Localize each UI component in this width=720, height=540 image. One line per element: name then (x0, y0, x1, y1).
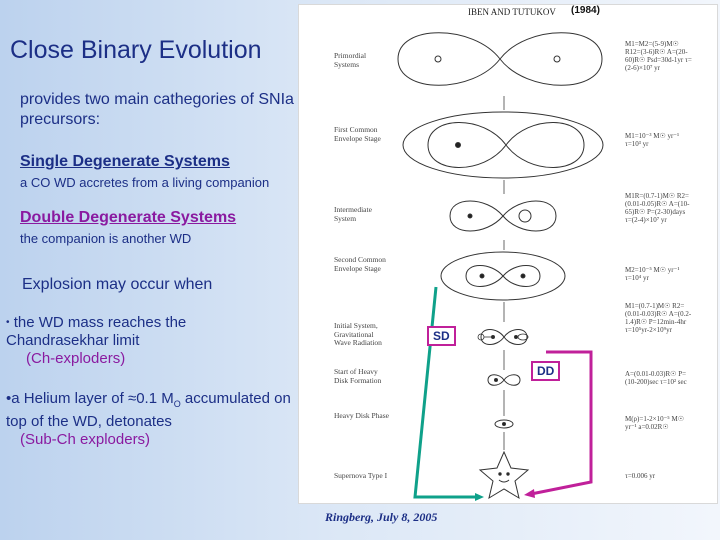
params-supernova: τ=0.006 yr (625, 472, 656, 480)
bullet-subch-sub: O (173, 399, 181, 409)
roche-lobe-second-ce (465, 265, 541, 287)
bullet-ch-note: (Ch-exploders) (26, 350, 126, 368)
dd-label: DD (531, 361, 561, 381)
bullet-ch-text: the WD mass reaches the Chandrasekhar li… (6, 314, 187, 350)
companion-intermediate (518, 209, 532, 223)
bullet-subch-pre: a Helium layer of ≈0.1 M (11, 390, 174, 407)
stage-supernova: Supernova Type I (334, 471, 388, 480)
envelope-second-ce (440, 251, 566, 301)
star-primordial-1 (434, 55, 442, 63)
sd-heading: Single Degenerate Systems (20, 153, 230, 170)
stage-intermediate: Intermediate System (334, 205, 372, 223)
bullet-subch: •a Helium layer of ≈0.1 MO accumulated o… (6, 390, 298, 449)
supernova-star (478, 450, 530, 500)
core-second-ce-1 (479, 273, 485, 279)
params-first-ce: M1=10⁻³ M☉ yr⁻¹ τ=10³ yr (625, 132, 680, 148)
envelope-first-ce (402, 111, 604, 179)
bullet-marker: • (6, 317, 10, 329)
params-intermediate: M1R=(0.7-1)M☉ R2=(0.01-0.05)R☉ A=(10-65)… (625, 192, 690, 224)
bullet-subch-post: accumulated on top of the WD, detonates (6, 390, 291, 430)
binary-diagram (397, 32, 604, 501)
figure-header: IBEN AND TUTUKOV (468, 7, 556, 17)
core-second-ce-2 (520, 273, 526, 279)
sd-path (413, 286, 475, 499)
stage-initial-gw: Initial System, Gravitational Wave Radia… (334, 321, 382, 347)
sd-label: SD (427, 326, 456, 346)
stage-first-ce: First Common Envelope Stage (334, 125, 381, 143)
wd-intermediate (467, 213, 473, 219)
figure-year: (1984) (571, 5, 600, 16)
sd-description: a CO WD accretes from a living companion (20, 175, 270, 190)
bullet-ch: • the WD mass reaches the Chandrasekhar … (6, 314, 211, 368)
dd-description: the companion is another WD (20, 231, 192, 246)
slide-title: Close Binary Evolution (10, 36, 262, 64)
footer-text: Ringberg, July 8, 2005 (325, 510, 438, 524)
roche-lobe-intermediate (449, 200, 557, 232)
intro-text: provides two main cathegories of SNIa pr… (20, 91, 294, 128)
stage-second-ce: Second Common Envelope Stage (334, 255, 386, 273)
params-heavy-disk-start: A=(0.01-0.03)R☉ P=(10-200)sec τ=10² sec (625, 370, 687, 386)
stage-heavy-disk: Heavy Disk Phase (334, 411, 389, 420)
params-initial-gw: M1=(0.7-1)M☉ R2=(0.01-0.03)R☉ A=(0.2-1.4… (625, 302, 692, 334)
roche-lobe-disk-start (487, 374, 521, 386)
bullet-subch-note: (Sub-Ch exploders) (20, 431, 151, 448)
params-heavy-disk: M(ρ)=1-2×10⁻⁵ M☉ yr⁻¹ a=0.02R☉ (625, 415, 684, 431)
bullet-marker: • (6, 390, 12, 407)
heavy-disk (494, 419, 514, 429)
dd-heading: Double Degenerate Systems (20, 209, 237, 226)
dd-path (530, 350, 593, 496)
explosion-heading: Explosion may occur when (22, 276, 213, 293)
roche-lobe-initial (480, 329, 528, 345)
params-second-ce: M2=10⁻⁵ M☉ yr⁻¹ τ=10⁴ yr (625, 266, 680, 282)
roche-lobe-primordial (397, 32, 603, 86)
stage-heavy-disk-start: Start of Heavy Disk Formation (334, 367, 382, 385)
stage-primordial: Primordial Systems (334, 51, 367, 69)
star-primordial-2 (553, 55, 561, 63)
core-first-ce (455, 142, 461, 148)
params-primordial: M1=M2=(5-9)M☉ R12=(3-6)R☉ A=(20-60)R☉ Ps… (625, 40, 692, 72)
roche-lobe-first-ce (427, 122, 585, 168)
